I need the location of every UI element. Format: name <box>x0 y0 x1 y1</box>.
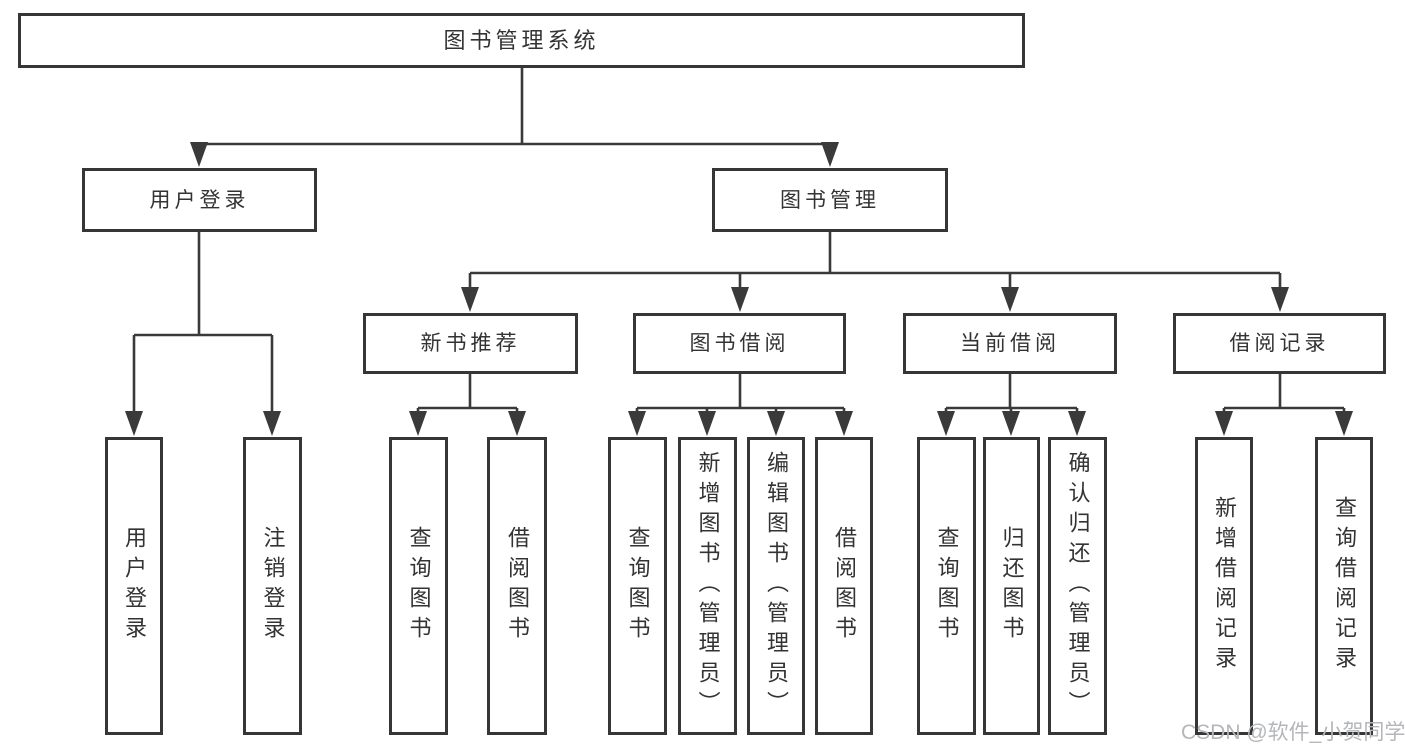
node-current-borrow: 当前借阅 <box>903 313 1117 374</box>
leaf-current-confirm-admin: 确认归还（管理员） <box>1048 437 1107 735</box>
watermark: CSDN @软件_小贺同学 <box>1181 721 1405 744</box>
node-user-login: 用户登录 <box>82 168 317 232</box>
node-book-management: 图书管理 <box>712 168 948 232</box>
node-book-borrow: 图书借阅 <box>633 313 846 374</box>
leaf-user-login-label: 用户登录 <box>122 526 147 646</box>
node-root: 图书管理系统 <box>18 13 1025 68</box>
node-root-label: 图书管理系统 <box>443 27 600 53</box>
leaf-borrow-book: 借阅图书 <box>815 437 873 735</box>
leaf-newbook-query: 查询图书 <box>389 437 448 735</box>
leaf-borrow-query: 查询图书 <box>608 437 667 735</box>
leaf-current-return: 归还图书 <box>983 437 1040 735</box>
leaf-record-query: 查询借阅记录 <box>1315 437 1373 735</box>
node-borrow-records-label: 借阅记录 <box>1229 332 1330 355</box>
leaf-borrow-edit-admin-label: 编辑图书（管理员） <box>764 451 789 721</box>
node-book-management-label: 图书管理 <box>780 188 880 212</box>
leaf-current-query-label: 查询图书 <box>934 526 960 646</box>
leaf-record-query-label: 查询借阅记录 <box>1332 496 1357 676</box>
leaf-record-add-label: 新增借阅记录 <box>1212 496 1237 676</box>
node-new-book-recommend-label: 新书推荐 <box>420 332 521 355</box>
node-new-book-recommend: 新书推荐 <box>363 313 578 374</box>
leaf-user-login: 用户登录 <box>105 437 163 735</box>
leaf-current-return-label: 归还图书 <box>999 526 1025 646</box>
leaf-borrow-add-admin: 新增图书（管理员） <box>678 437 737 735</box>
node-book-borrow-label: 图书借阅 <box>689 332 790 355</box>
leaf-borrow-edit-admin: 编辑图书（管理员） <box>747 437 805 735</box>
leaf-logout-label: 注销登录 <box>260 526 286 646</box>
node-current-borrow-label: 当前借阅 <box>960 332 1060 355</box>
node-borrow-records: 借阅记录 <box>1173 313 1386 374</box>
leaf-current-confirm-admin-label: 确认归还（管理员） <box>1065 451 1091 721</box>
node-user-login-label: 用户登录 <box>149 188 250 212</box>
leaf-borrow-book-label: 借阅图书 <box>832 526 857 646</box>
leaf-current-query: 查询图书 <box>917 437 976 735</box>
leaf-borrow-query-label: 查询图书 <box>625 526 651 646</box>
leaf-record-add: 新增借阅记录 <box>1195 437 1253 735</box>
leaf-borrow-add-admin-label: 新增图书（管理员） <box>695 451 721 721</box>
leaf-logout: 注销登录 <box>243 437 302 735</box>
leaf-newbook-query-label: 查询图书 <box>406 526 432 646</box>
leaf-newbook-borrow: 借阅图书 <box>487 437 547 735</box>
leaf-newbook-borrow-label: 借阅图书 <box>505 526 530 646</box>
